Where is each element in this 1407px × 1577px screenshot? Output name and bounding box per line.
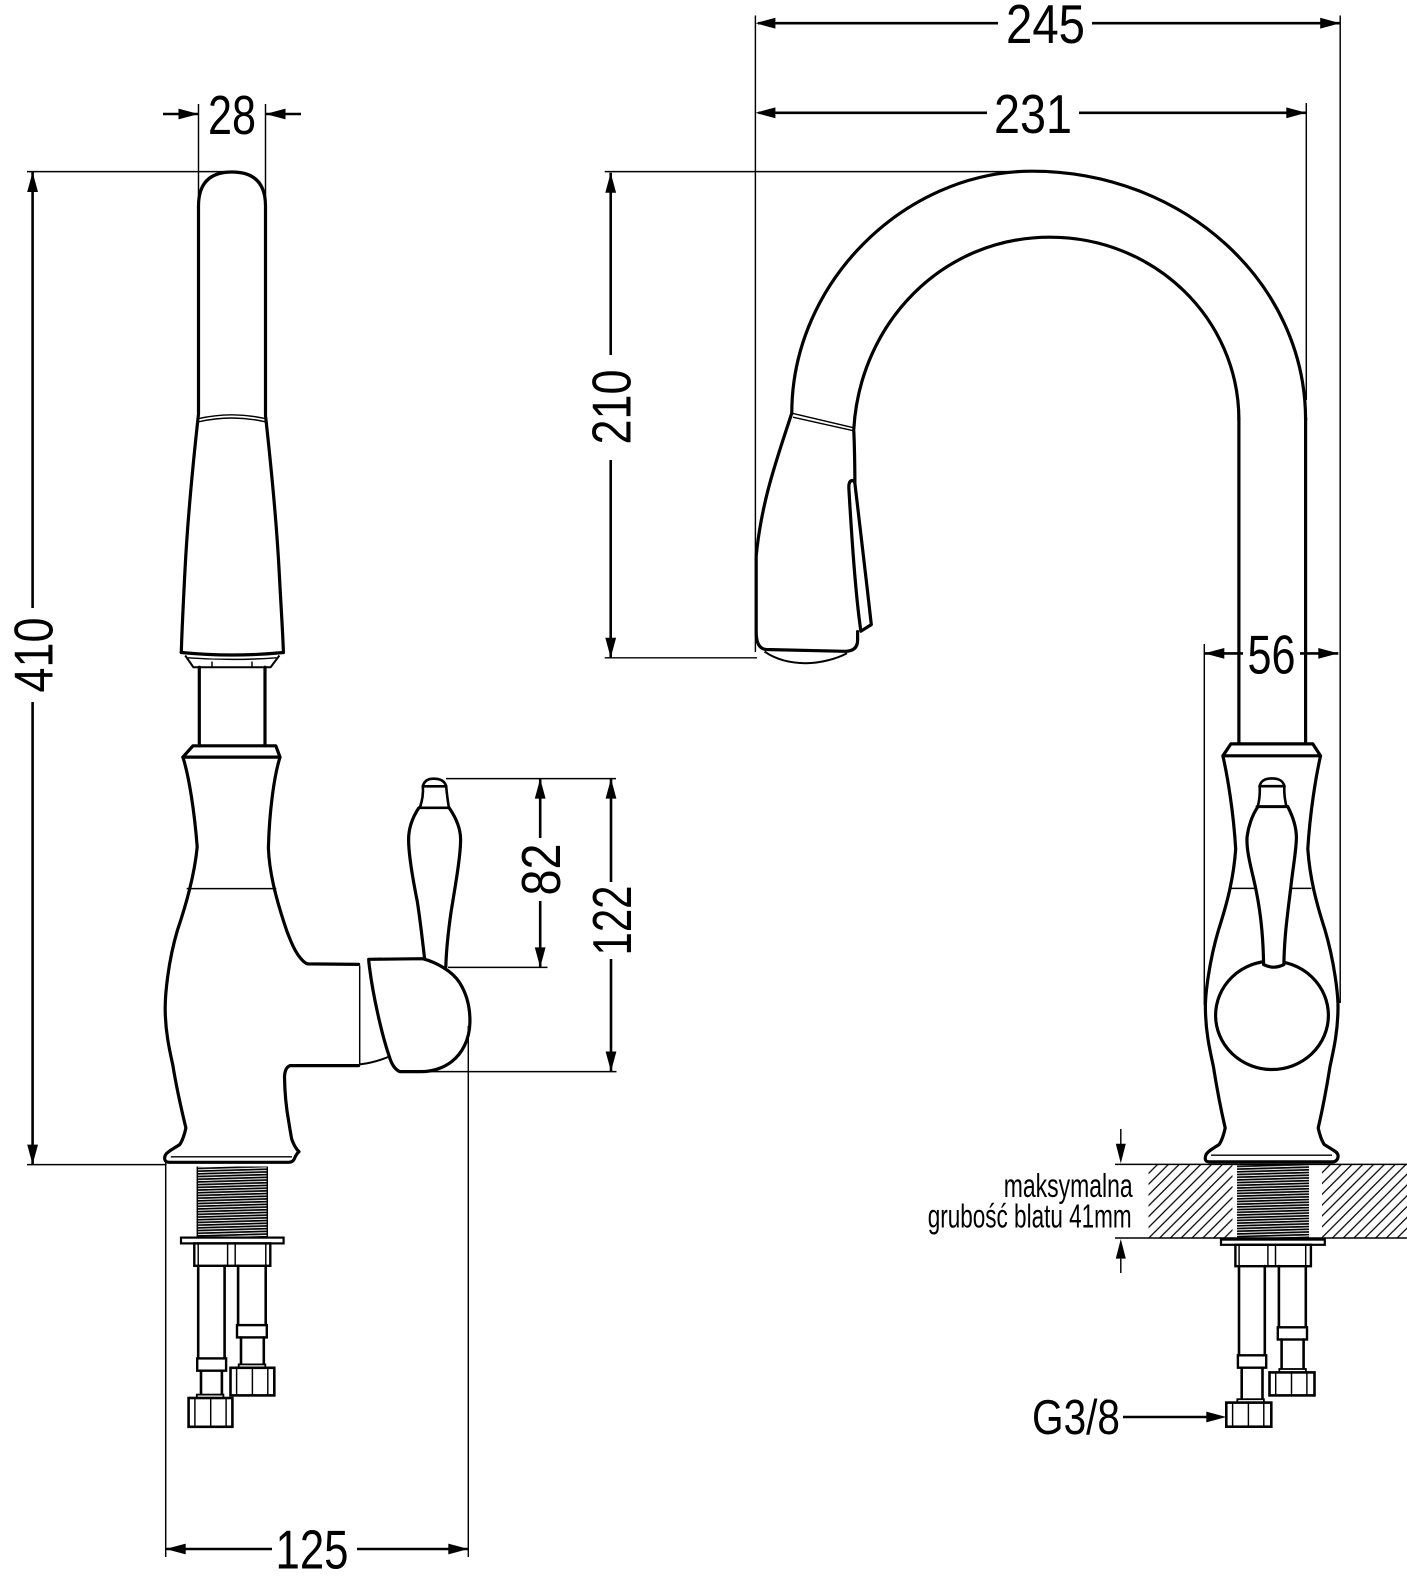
svg-text:28: 28 [208, 84, 256, 146]
svg-text:56: 56 [1248, 623, 1296, 685]
svg-text:210: 210 [581, 370, 643, 445]
svg-text:125: 125 [276, 1519, 349, 1577]
svg-text:231: 231 [994, 83, 1072, 145]
svg-text:82: 82 [510, 844, 572, 896]
svg-text:G3/8: G3/8 [1032, 1391, 1120, 1445]
svg-text:122: 122 [581, 886, 643, 956]
svg-text:maksymalna: maksymalna [1004, 1167, 1133, 1204]
svg-text:410: 410 [3, 618, 65, 693]
svg-text:grubość blatu 41mm: grubość blatu 41mm [928, 1198, 1132, 1235]
svg-text:245: 245 [1006, 0, 1085, 55]
